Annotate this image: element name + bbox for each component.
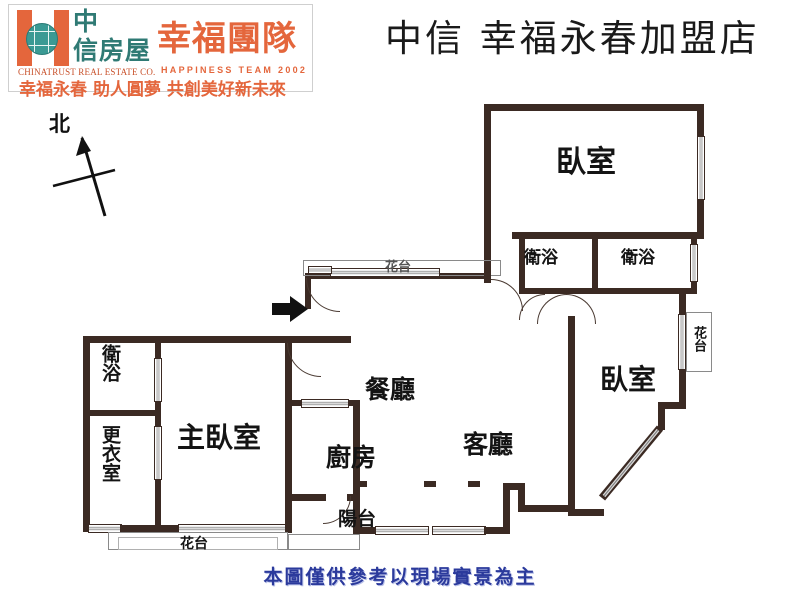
wall-left-outer-top bbox=[83, 336, 186, 343]
company-slogan: 幸福永春 助人圓夢 共創美好新未來 bbox=[19, 80, 286, 100]
wall-corridor-right-vert bbox=[484, 273, 491, 283]
column-living-b bbox=[468, 481, 480, 487]
north-arrow-icon bbox=[52, 136, 116, 217]
room-label-bedroom-right: 臥室 bbox=[600, 363, 657, 396]
store-title: 中信 幸福永春加盟店 bbox=[385, 17, 760, 60]
wall-topright-outer-2 bbox=[697, 200, 704, 232]
wall-bath-mid-bottom bbox=[519, 288, 598, 294]
wall-top-outer bbox=[484, 104, 704, 111]
wall-kitchen-top bbox=[292, 400, 302, 406]
wall-rightbedroom-right-upper bbox=[679, 294, 686, 314]
compass: 北 bbox=[35, 108, 155, 228]
wall-bath-mid-right bbox=[592, 232, 598, 294]
wall-closet-right-c bbox=[155, 480, 161, 532]
wall-bath-right-bottom bbox=[598, 288, 697, 294]
room-label-planter-bottom: 花台 bbox=[180, 536, 208, 552]
wall-kitchen-right bbox=[353, 400, 360, 534]
door-closet-slider bbox=[154, 426, 162, 480]
room-label-bath-left: 衛浴 bbox=[99, 344, 121, 382]
wall-kitchen-bottom-b bbox=[347, 494, 360, 501]
column-living-left bbox=[353, 481, 367, 487]
wall-living-bottom-right bbox=[484, 527, 510, 534]
door-bath-left-slider bbox=[154, 358, 162, 402]
room-label-kitchen: 廚房 bbox=[326, 443, 377, 472]
diagonal-wall-right bbox=[598, 425, 664, 501]
window-topright-bedroom bbox=[697, 136, 705, 200]
room-label-bath-top-right: 衛浴 bbox=[621, 248, 655, 268]
wall-dining-top bbox=[285, 336, 351, 343]
wall-living-bottom-left bbox=[353, 527, 377, 534]
wall-bath-mid-left bbox=[519, 232, 525, 294]
wall-rightbedroom-left bbox=[568, 316, 575, 516]
wall-left-outer bbox=[83, 336, 90, 532]
wall-topright-outer bbox=[697, 104, 704, 136]
room-label-bath-top-mid: 衛浴 bbox=[524, 248, 558, 268]
wall-bath-closet-divider bbox=[83, 410, 161, 416]
team-name-en: HAPPINESS TEAM 2002 bbox=[161, 65, 308, 75]
wall-bath-right-outer-2 bbox=[691, 282, 697, 294]
team-name-cn: 幸福團隊 bbox=[157, 19, 297, 59]
wall-closet-right-b bbox=[155, 402, 161, 426]
window-kitchen-top bbox=[301, 399, 349, 408]
wall-rightbedroom-bottom bbox=[568, 509, 604, 516]
room-label-dining: 餐廳 bbox=[365, 375, 416, 404]
disclaimer-note: 本圖僅供參考以現場實景為主 bbox=[263, 566, 537, 588]
door-master-bedroom bbox=[287, 343, 321, 377]
wall-rightbedroom-notch-h bbox=[658, 402, 686, 409]
wall-kitchen-bottom bbox=[285, 494, 326, 501]
room-label-bedroom-top-right: 臥室 bbox=[556, 145, 616, 180]
window-living-bottom-2 bbox=[432, 526, 486, 535]
company-name-cn-line1: 中 bbox=[73, 7, 100, 36]
company-logo-block: 中信房屋 CHINATRUST REAL ESTATE CO. 幸福團隊 HAP… bbox=[8, 4, 313, 100]
wall-bath-right-outer bbox=[691, 232, 697, 244]
balcony-kitchen-outline bbox=[288, 534, 360, 550]
room-label-balcony-kitchen: 陽台 bbox=[338, 508, 377, 530]
wall-topbedroom-left bbox=[484, 104, 491, 280]
wall-master-right bbox=[285, 343, 292, 533]
door-bath-topmid-lower bbox=[519, 294, 545, 320]
door-bath-right bbox=[566, 294, 596, 324]
header-banner: 中信房屋 CHINATRUST REAL ESTATE CO. 幸福團隊 HAP… bbox=[0, 0, 800, 100]
wall-living-right-vert bbox=[503, 483, 510, 531]
compass-north-label: 北 bbox=[49, 112, 70, 136]
wall-living-right-lower bbox=[518, 505, 570, 512]
wall-topbedroom-bottom bbox=[512, 232, 704, 239]
entrance-arrow-icon bbox=[272, 296, 308, 322]
company-name-cn: 中信房屋 bbox=[73, 7, 169, 65]
globe-icon bbox=[26, 23, 58, 55]
wall-left-bottom-2 bbox=[120, 525, 175, 532]
window-living-bottom-1 bbox=[375, 526, 429, 535]
room-label-planter-top: 花台 bbox=[385, 260, 412, 275]
company-name-en: CHINATRUST REAL ESTATE CO. bbox=[18, 67, 156, 77]
room-label-planter-right: 花台 bbox=[691, 326, 706, 352]
room-label-living: 客廳 bbox=[463, 430, 514, 459]
wall-rightbedroom-right-mid bbox=[679, 370, 686, 408]
room-label-master-bedroom: 主臥室 bbox=[177, 421, 262, 454]
wall-living-right-notch-v bbox=[518, 483, 525, 511]
window-rightbedroom-planter bbox=[678, 314, 686, 370]
company-name-cn-line2: 信房屋 bbox=[73, 36, 152, 65]
room-label-closet-left: 更衣室 bbox=[99, 425, 121, 482]
wall-rightbedroom-notch-v bbox=[658, 402, 665, 430]
wall-closet-right-a bbox=[155, 336, 161, 358]
chinatrust-logo-icon bbox=[17, 10, 69, 66]
wall-living-right-notch bbox=[503, 483, 525, 490]
planter-bottom-outline-inner bbox=[118, 537, 278, 550]
window-corridor-planter-2 bbox=[308, 266, 332, 274]
window-bath-right bbox=[690, 244, 698, 282]
wall-entry-bottom bbox=[186, 336, 321, 343]
planter-right-outline bbox=[686, 312, 712, 372]
wall-master-bottom-a bbox=[161, 525, 179, 532]
column-living-a bbox=[424, 481, 436, 487]
